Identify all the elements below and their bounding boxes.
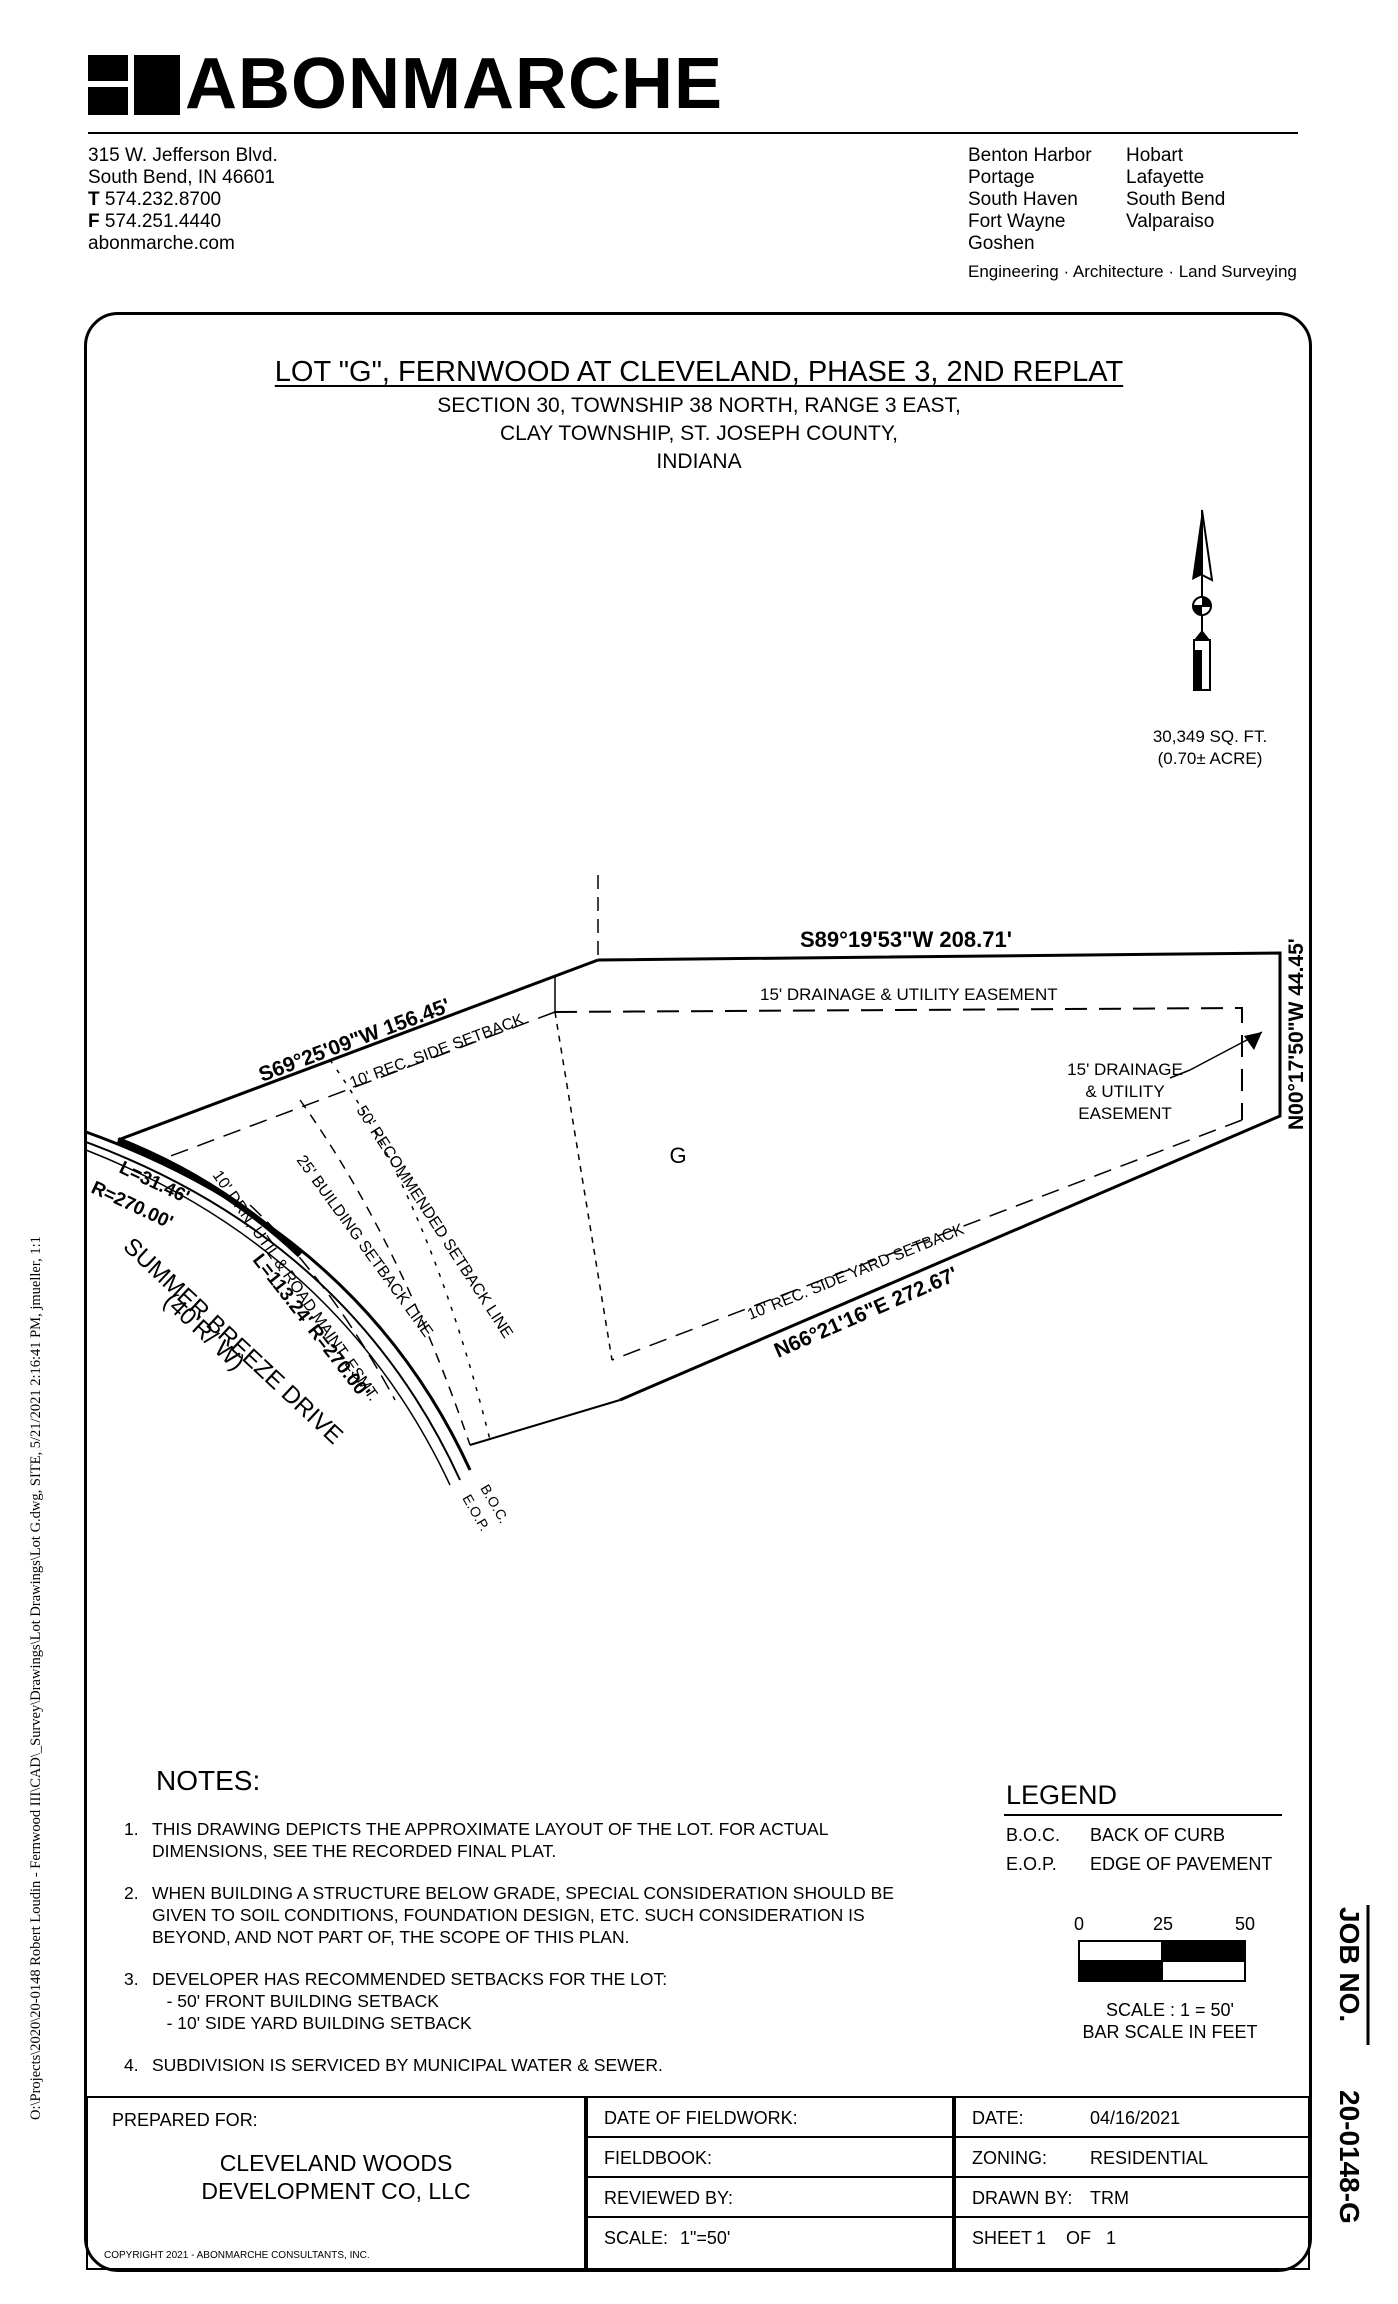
callout-line-1: 15' DRAINAGE bbox=[1067, 1060, 1183, 1079]
date-label: DATE: bbox=[972, 2108, 1024, 2128]
company-name: ABONMARCHE bbox=[185, 44, 723, 124]
lot-label: G bbox=[669, 1143, 686, 1168]
website: abonmarche.com bbox=[88, 233, 235, 254]
sheet-of: OF bbox=[1066, 2228, 1091, 2248]
legend-desc-2: EDGE OF PAVEMENT bbox=[1090, 1854, 1273, 1874]
area-sqft: 30,349 SQ. FT. bbox=[1153, 727, 1267, 746]
job-number-block: JOB NO. 20-0148-G bbox=[1334, 1905, 1370, 2224]
date-value: 04/16/2021 bbox=[1090, 2108, 1181, 2128]
note-2: 2. WHEN BUILDING A STRUCTURE BELOW GRADE… bbox=[124, 1883, 894, 1947]
scale-tick-50: 50 bbox=[1235, 1914, 1256, 1934]
scale-label: SCALE: bbox=[604, 2228, 669, 2248]
prepared-for-label: PREPARED FOR: bbox=[112, 2110, 258, 2130]
client-line-1: CLEVELAND WOODS bbox=[219, 2150, 453, 2176]
legend-desc-1: BACK OF CURB bbox=[1090, 1825, 1226, 1845]
north-arrow-icon bbox=[1192, 509, 1214, 691]
sheet-label: SHEET bbox=[972, 2228, 1033, 2248]
title-township: CLAY TOWNSHIP, ST. JOSEPH COUNTY, bbox=[500, 422, 898, 445]
legend-heading: LEGEND bbox=[1006, 1780, 1118, 1810]
road-boc-line bbox=[85, 1130, 472, 1471]
copyright: COPYRIGHT 2021 - ABONMARCHE CONSULTANTS,… bbox=[104, 2250, 370, 2261]
address-line-2: South Bend, IN 46601 bbox=[88, 167, 275, 188]
scale-text: SCALE : 1 = 50' bbox=[1105, 2000, 1234, 2020]
scale-value: 1"=50' bbox=[680, 2228, 731, 2248]
scale-tick-0: 0 bbox=[1074, 1914, 1085, 1934]
lot-boundary-nw bbox=[117, 958, 599, 1142]
drawn-by-value: TRM bbox=[1090, 2188, 1129, 2208]
callout-line-2: & UTILITY bbox=[1085, 1082, 1164, 1101]
south-line-bearing: N66°21'16"E 272.67' bbox=[771, 1263, 961, 1363]
job-label: JOB NO. bbox=[1334, 1907, 1365, 2022]
drainage-easement-line bbox=[554, 1006, 1243, 1120]
office-list-1: Benton Harbor Portage South Haven Fort W… bbox=[968, 145, 1092, 254]
note-3: 3. DEVELOPER HAS RECOMMENDED SETBACKS FO… bbox=[124, 1969, 668, 2033]
drawn-by-label: DRAWN BY: bbox=[972, 2188, 1073, 2208]
title-state: INDIANA bbox=[656, 450, 742, 473]
area-acre: (0.70± ACRE) bbox=[1158, 749, 1263, 768]
lot-boundary bbox=[597, 951, 1282, 1402]
client-line-2: DEVELOPMENT CO, LLC bbox=[201, 2178, 471, 2204]
date-of-fieldwork-label: DATE OF FIELDWORK: bbox=[604, 2108, 798, 2128]
drainage-easement-label: 15' DRAINAGE & UTILITY EASEMENT bbox=[760, 985, 1058, 1004]
zoning-label: ZONING: bbox=[972, 2148, 1047, 2168]
address-line-1: 315 W. Jefferson Blvd. bbox=[88, 145, 278, 166]
scale-tick-25: 25 bbox=[1153, 1914, 1174, 1934]
note-1: 1. THIS DRAWING DEPICTS THE APPROXIMATE … bbox=[124, 1819, 829, 1861]
phone-line: T 574.232.8700 bbox=[88, 189, 222, 210]
note-4: 4. SUBDIVISION IS SERVICED BY MUNICIPAL … bbox=[124, 2055, 663, 2075]
drawing-border bbox=[84, 312, 1312, 2272]
fieldwork-box bbox=[586, 2096, 954, 2270]
zoning-value: RESIDENTIAL bbox=[1090, 2148, 1209, 2168]
callout-line-3: EASEMENT bbox=[1078, 1104, 1172, 1123]
north-line-bearing: S89°19'53"W 208.71' bbox=[800, 927, 1012, 952]
road-eop-line bbox=[85, 1141, 461, 1481]
sheet-number: 1 bbox=[1036, 2228, 1047, 2248]
legend-abbr-2: E.O.P. bbox=[1006, 1854, 1057, 1874]
recommended-setback-label: 50' RECOMMENDED SETBACK LINE bbox=[353, 1103, 516, 1342]
fax-line: F 574.251.4440 bbox=[88, 211, 222, 232]
date-box bbox=[954, 2096, 1310, 2270]
reviewed-by-label: REVIEWED BY: bbox=[604, 2188, 734, 2208]
notes-heading: NOTES: bbox=[156, 1765, 261, 1796]
job-number: 20-0148-G bbox=[1334, 2090, 1365, 2224]
fieldbook-label: FIELDBOOK: bbox=[604, 2148, 713, 2168]
east-line-bearing: N00°17'50"W 44.45' bbox=[1285, 938, 1308, 1130]
legend-divider bbox=[1004, 1814, 1282, 1816]
legend-abbr-1: B.O.C. bbox=[1006, 1825, 1061, 1845]
bar-scale-text: BAR SCALE IN FEET bbox=[1082, 2022, 1258, 2042]
header-divider bbox=[88, 132, 1298, 134]
office-list-2: Hobart Lafayette South Bend Valparaiso bbox=[1126, 145, 1226, 232]
file-path: O:\Projects\2020\20-0148 Robert Loudin -… bbox=[28, 1236, 44, 2120]
title-section: SECTION 30, TOWNSHIP 38 NORTH, RANGE 3 E… bbox=[437, 394, 961, 417]
bar-scale bbox=[1078, 1940, 1246, 1982]
company-address: 315 W. Jefferson Blvd. South Bend, IN 46… bbox=[88, 145, 278, 255]
sheet-total: 1 bbox=[1106, 2228, 1117, 2248]
company-logo-icon bbox=[88, 55, 180, 115]
drawing-title: LOT "G", FERNWOOD AT CLEVELAND, PHASE 3,… bbox=[274, 356, 1124, 388]
company-tagline: Engineering · Architecture · Land Survey… bbox=[968, 262, 1297, 281]
prepared-for-box bbox=[86, 2096, 586, 2270]
